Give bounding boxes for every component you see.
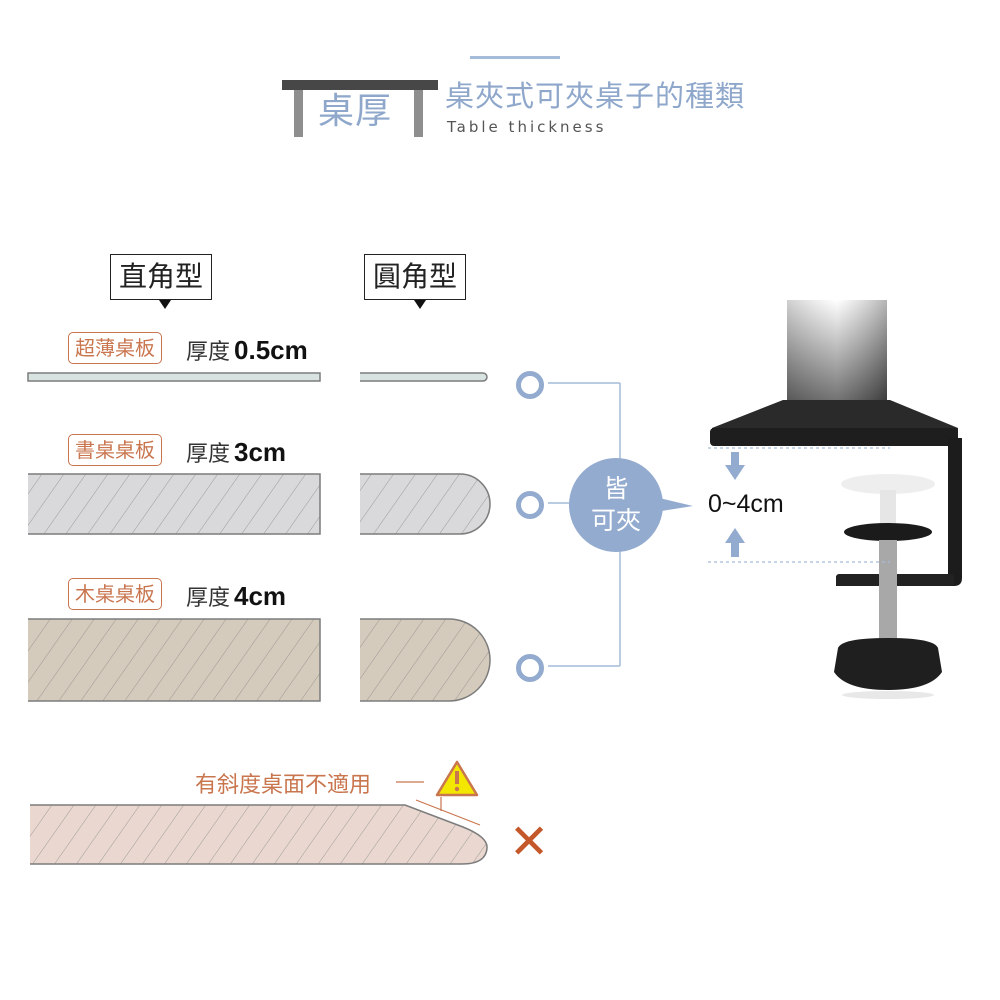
board-thin-square <box>27 372 321 382</box>
arrow-up-icon <box>725 528 745 557</box>
circle-marker-icon <box>516 654 544 682</box>
badge-title: 桌厚 <box>318 91 393 132</box>
pointer-triangle-icon <box>159 300 171 309</box>
cross-icon: ✕ <box>509 814 550 870</box>
table-icon-top <box>282 80 438 90</box>
warning-icon <box>435 760 479 797</box>
table-icon-leg-right <box>414 90 423 137</box>
thickness-label: 厚度 <box>186 442 231 467</box>
thickness-value: 3cm <box>234 437 287 467</box>
slope-indicator-line <box>415 799 481 826</box>
board-desk-round <box>360 473 491 535</box>
board-slanted <box>30 804 488 865</box>
desk-clamp-illustration <box>708 300 962 699</box>
board-wood-round <box>360 618 491 702</box>
edge-type-square: 直角型 <box>110 254 213 300</box>
pointer-triangle-icon <box>414 300 426 309</box>
board-desk-square <box>28 473 321 535</box>
thickness-value: 4cm <box>234 581 287 611</box>
page-title: 桌夾式可夾桌子的種類 <box>445 79 746 113</box>
bubble-line-2: 可夾 <box>590 506 641 535</box>
clamp-range-label: 0~4cm <box>708 490 784 518</box>
title-accent-bar <box>470 56 560 59</box>
table-icon-leg-left <box>294 90 303 137</box>
warning-text: 有斜度桌面不適用 <box>195 773 372 798</box>
board-tag: 超薄桌板 <box>68 332 162 364</box>
board-thin-round <box>360 372 488 382</box>
board-wood-square <box>28 618 321 702</box>
board-tag: 木桌桌板 <box>68 578 162 610</box>
board-tag: 書桌桌板 <box>68 434 162 466</box>
thickness-label: 厚度 <box>186 340 231 365</box>
thickness-label: 厚度 <box>186 586 231 611</box>
arrow-down-icon <box>725 452 745 480</box>
compatible-bubble: 皆 可夾 <box>569 458 663 552</box>
circle-marker-icon <box>516 371 544 399</box>
thickness-value: 0.5cm <box>234 335 308 365</box>
edge-type-round: 圓角型 <box>364 254 467 300</box>
page-subtitle: Table thickness <box>447 118 607 136</box>
bubble-line-1: 皆 <box>603 474 629 503</box>
circle-marker-icon <box>516 491 544 519</box>
